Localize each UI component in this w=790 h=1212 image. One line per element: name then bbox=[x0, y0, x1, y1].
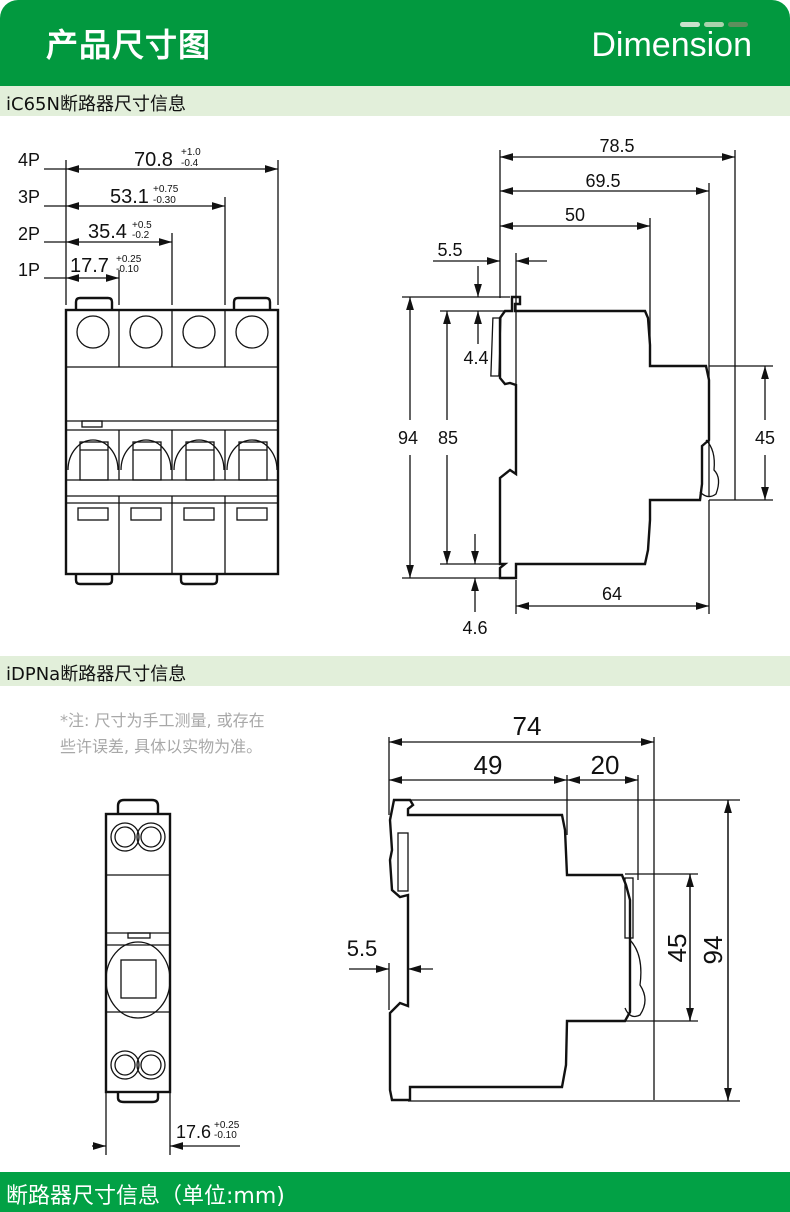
page-title: 产品尺寸图 bbox=[46, 26, 212, 64]
pole-dimensions: 4P 70.8 +1.0 -0.4 3P 53.1 +0.75 -0.30 2P… bbox=[18, 147, 279, 305]
pole-label-2p: 2P bbox=[18, 224, 40, 244]
indicator-window bbox=[81, 420, 103, 428]
bottom-clip-left bbox=[74, 574, 114, 586]
note-line-1: *注: 尺寸为手工测量, 或存在 bbox=[60, 711, 265, 730]
dim-45: 45 bbox=[755, 428, 775, 448]
pole-tol-plus-1p: +0.25 bbox=[116, 254, 142, 265]
section-header-idpna: iDPNa断路器尺寸信息 bbox=[0, 656, 790, 686]
dim-44: 4.4 bbox=[463, 348, 488, 368]
dim-55: 5.5 bbox=[437, 240, 462, 260]
ic65n-side-view: 78.5 69.5 50 5.5 4.4 94 85 4.6 45 bbox=[398, 136, 775, 638]
dot-1 bbox=[680, 22, 700, 27]
bottom-clip-right bbox=[179, 574, 219, 586]
dim-55-idpna: 5.5 bbox=[347, 936, 378, 961]
dim-785: 78.5 bbox=[599, 136, 634, 156]
dot-2 bbox=[704, 22, 724, 27]
idpna-front-view: 17.6 +0.25 -0.10 bbox=[92, 798, 240, 1155]
pole-tol-minus-2p: -0.2 bbox=[132, 230, 150, 241]
dim-46: 4.6 bbox=[462, 618, 487, 638]
label-slot bbox=[236, 507, 268, 521]
dim-74: 74 bbox=[513, 711, 542, 741]
note-line-2: 些许误差, 具体以实物为准。 bbox=[60, 737, 263, 756]
dim-49: 49 bbox=[474, 750, 503, 780]
dim-45-idpna: 45 bbox=[662, 934, 692, 963]
pole-value-1p: 17.7 bbox=[70, 255, 109, 277]
dim-50: 50 bbox=[565, 205, 585, 225]
pole-tol-plus-4p: +1.0 bbox=[181, 147, 201, 158]
section-header-ic65n: iC65N断路器尺寸信息 bbox=[0, 86, 790, 116]
dim-94: 94 bbox=[398, 428, 418, 448]
pole-label-3p: 3P bbox=[18, 187, 40, 207]
dot-3 bbox=[728, 22, 748, 27]
pole-tol-minus-4p: -0.4 bbox=[181, 158, 199, 169]
idpna-side-view: 74 49 20 94 45 5.5 bbox=[347, 711, 740, 1102]
dim-64: 64 bbox=[602, 584, 622, 604]
pole-value-2p: 35.4 bbox=[88, 221, 127, 243]
measurement-note: *注: 尺寸为手工测量, 或存在 些许误差, 具体以实物为准。 bbox=[60, 708, 360, 760]
idpna-width-value: 17.6 bbox=[176, 1122, 211, 1142]
dim-20: 20 bbox=[591, 750, 620, 780]
label-slot bbox=[77, 507, 109, 521]
label-slot bbox=[183, 507, 215, 521]
ic65n-breaker-body bbox=[64, 296, 280, 586]
terminal-screw bbox=[76, 315, 110, 349]
pole-value-4p: 70.8 bbox=[134, 149, 173, 171]
footer-bar: 断路器尺寸信息（单位:mm) bbox=[0, 1172, 790, 1212]
pole-tol-plus-3p: +0.75 bbox=[153, 184, 179, 195]
label-slot bbox=[130, 507, 162, 521]
idpna-tol-plus: +0.25 bbox=[214, 1120, 240, 1131]
dimension-drawings: 4P 70.8 +1.0 -0.4 3P 53.1 +0.75 -0.30 2P… bbox=[18, 136, 775, 1155]
idpna-tol-minus: -0.10 bbox=[214, 1130, 237, 1141]
pole-tol-minus-1p: -0.10 bbox=[116, 264, 139, 275]
dim-94-idpna: 94 bbox=[698, 936, 728, 965]
page-header: 产品尺寸图 Dimension bbox=[0, 0, 790, 86]
ic65n-side-profile bbox=[498, 295, 711, 580]
idpna-toggle bbox=[105, 941, 171, 1019]
top-clip-right bbox=[232, 296, 272, 310]
decorative-dots bbox=[680, 22, 748, 27]
pole-label-4p: 4P bbox=[18, 150, 40, 170]
ic65n-front-view: 4P 70.8 +1.0 -0.4 3P 53.1 +0.75 -0.30 2P… bbox=[18, 147, 280, 586]
terminal-screw bbox=[129, 315, 163, 349]
pole-tol-plus-2p: +0.5 bbox=[132, 220, 152, 231]
pole-value-3p: 53.1 bbox=[110, 186, 149, 208]
section-title: iDPNa断路器尺寸信息 bbox=[6, 664, 187, 685]
section-title: iC65N断路器尺寸信息 bbox=[6, 94, 186, 115]
pole-tol-minus-3p: -0.30 bbox=[153, 195, 176, 206]
idpna-body-outline bbox=[104, 812, 172, 1094]
footer-title: 断路器尺寸信息（单位:mm) bbox=[6, 1184, 285, 1209]
idpna-side-profile bbox=[388, 798, 632, 1102]
toggle-profile bbox=[699, 439, 720, 498]
dim-695: 69.5 bbox=[585, 171, 620, 191]
terminal-screw bbox=[235, 315, 269, 349]
top-clip-left bbox=[74, 296, 114, 310]
dim-85: 85 bbox=[438, 428, 458, 448]
page-title-en: Dimension bbox=[591, 26, 752, 64]
pole-label-1p: 1P bbox=[18, 260, 40, 280]
idpna-toggle-profile bbox=[624, 939, 646, 1018]
terminal-screw bbox=[182, 315, 216, 349]
